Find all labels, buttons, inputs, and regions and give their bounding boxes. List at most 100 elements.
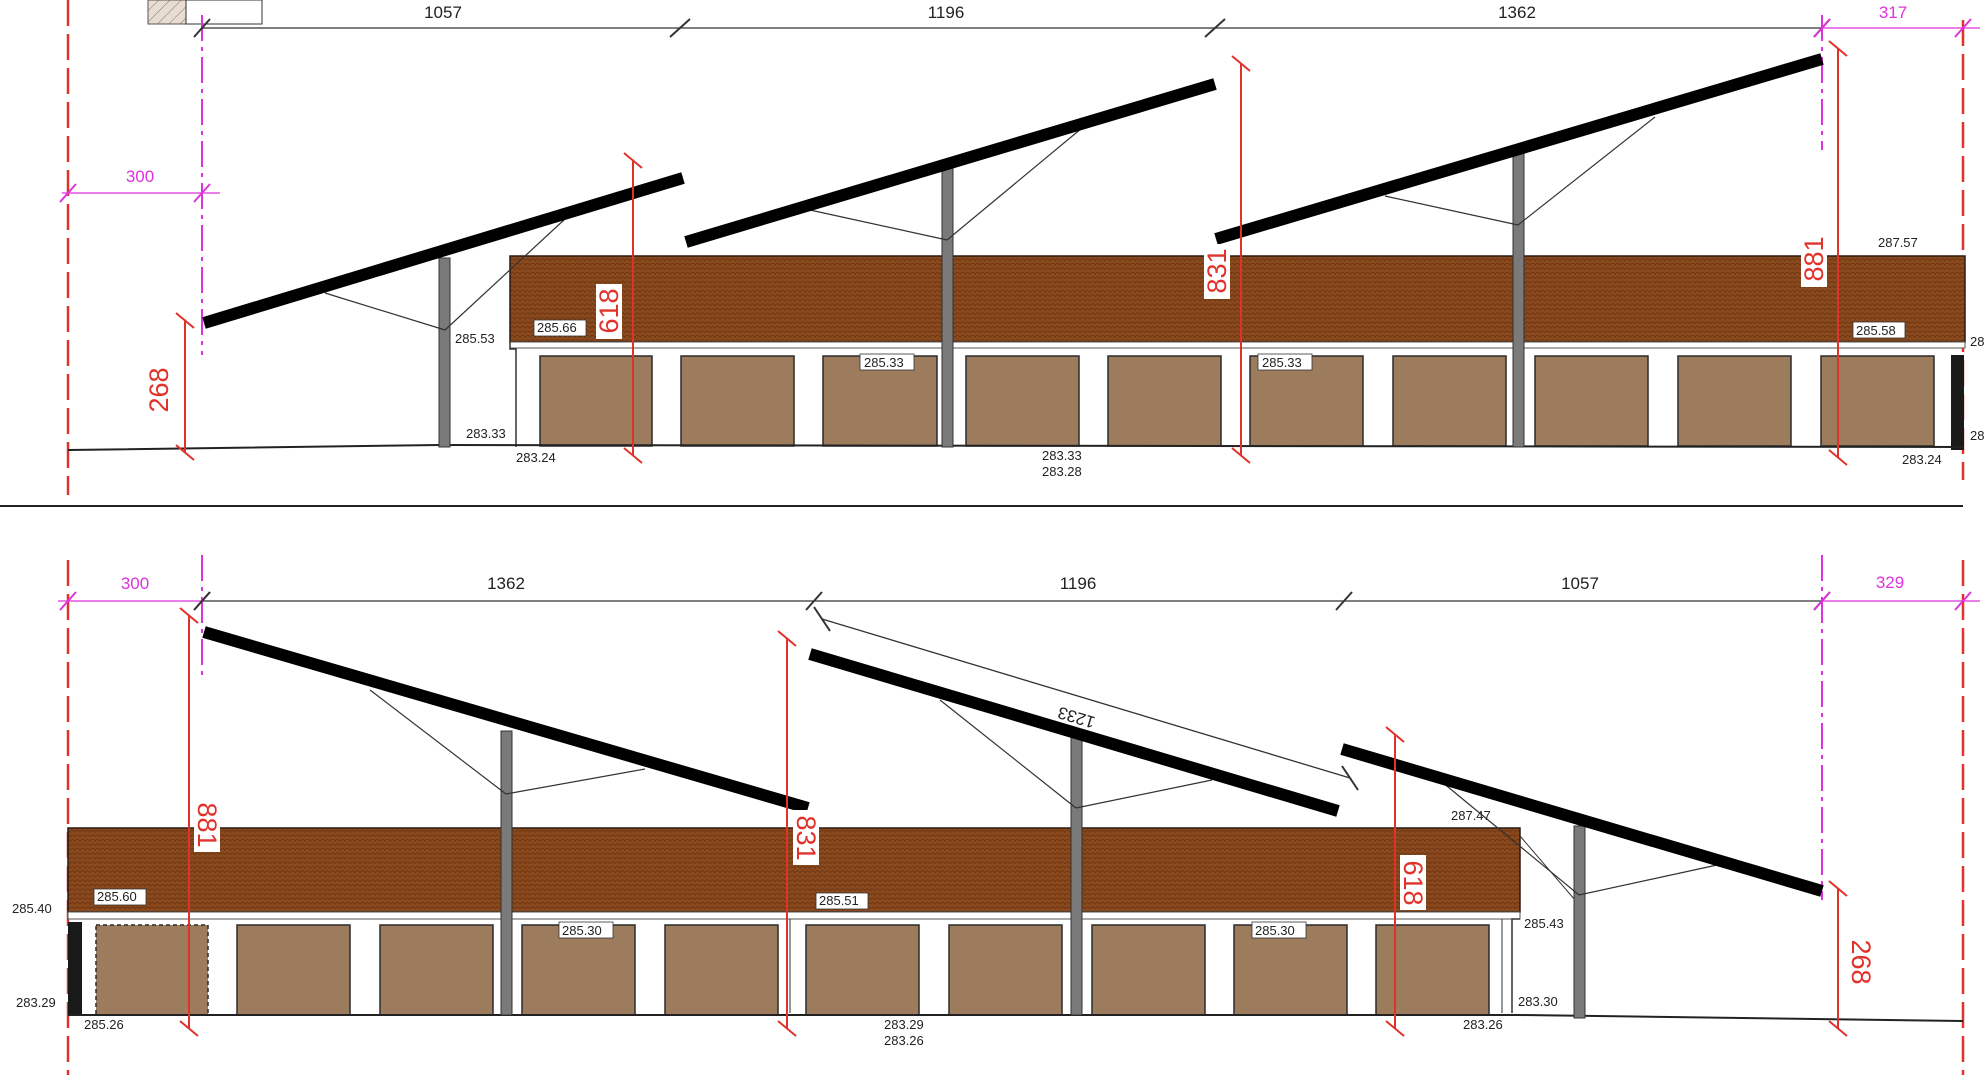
garage-door [1233,924,1348,1016]
garage-door [664,924,779,1016]
elevation-label: 285.51 [819,893,859,908]
solar-panel [202,626,810,814]
height-label: 618 [1398,860,1428,905]
carport-post [1573,825,1586,1019]
solar-panel [1214,53,1824,245]
elevation-label: 283.33 [1042,448,1082,463]
fascia-strip [67,911,1521,920]
height-dimension-labels: 881 831 618 268 [192,797,1876,985]
elevation-label: 283.24 [516,450,556,465]
slanted-dimension-line [821,618,1351,779]
elevation-label: 285.33 [1262,355,1302,370]
pink-dimension-label: 317 [1879,3,1907,22]
dark-end-element [1951,355,1964,450]
garage-door [805,924,920,1016]
garage-door [1375,924,1490,1016]
garage-door [1820,355,1935,447]
elevation-label: 285.60 [97,889,137,904]
elevation-label: 285.40 [12,901,52,916]
elevation-label: 285.53 [455,331,495,346]
pink-dimension-tick [1813,18,1831,38]
dimension-tick [193,591,211,611]
solar-panel [1340,743,1824,897]
garage-door [1091,924,1206,1016]
height-label: 881 [1799,236,1829,281]
dimension-label: 1057 [1561,574,1599,593]
elevation-label: 28 [1970,334,1984,349]
height-label: 831 [1202,248,1232,293]
garage-door [1107,355,1222,447]
height-label: 268 [144,367,174,412]
garage-door [1249,355,1364,447]
building-wall [1511,918,1520,1013]
elevation-label: 283.26 [1463,1017,1503,1032]
elevation-label: 287.47 [1451,808,1491,823]
elevation-annotations: 285.40 285.60 283.29 285.26 285.30 285.5… [12,808,1564,1048]
height-label: 881 [192,802,222,847]
elevation-label: 285.43 [1524,916,1564,931]
ground-line [67,443,1964,451]
pink-dimension-tick [59,183,77,203]
elevation-label: 283.24 [1902,452,1942,467]
dimension-label: 1362 [487,574,525,593]
garage-door [948,924,1063,1016]
height-label: 618 [594,288,624,333]
ground-line [68,1014,1964,1022]
elevation-label: 287.57 [1878,235,1918,250]
dimension-tick [805,591,823,611]
tiled-roof-band [509,255,1966,343]
height-label: 268 [1846,939,1876,984]
garage-door [95,924,209,1016]
pink-dimension-tick [1813,591,1831,611]
bottom-elevation: 300 1362 1196 1057 329 1233 [12,555,1980,1075]
dimension-tick [193,18,211,38]
fascia-slope [1519,835,1576,901]
pink-dimension-tick [1954,591,1972,611]
pink-dimension-tick [193,183,211,203]
garage-door [379,924,494,1016]
carport-post [500,730,513,1016]
pink-dimension-label: 329 [1876,573,1904,592]
elevation-label: 285.30 [1255,923,1295,938]
pink-dimension-label: 300 [126,167,154,186]
height-dimension-labels: 268 618 831 881 [144,232,1829,413]
dimension-label: 1057 [424,3,462,22]
dimension-tick [1204,18,1226,38]
garage-door [521,924,636,1016]
elevation-annotations: 285.53 285.66 285.33 285.33 283.33 283.2… [455,235,1984,479]
dimension-tick [813,606,831,632]
pink-dimension-tick [1954,18,1972,38]
garage-doors [539,355,1935,447]
elevation-label: 285.30 [562,923,602,938]
solar-panel [202,172,685,329]
elevation-label: 285.26 [84,1017,124,1032]
solar-panel [684,78,1217,248]
garage-door [822,355,938,447]
dark-end-element [68,922,82,1014]
pink-dimension-tick [59,591,77,611]
height-dimensions [179,607,1848,1037]
elevation-label: 285.33 [864,355,904,370]
dimension-tick [1341,765,1359,791]
dimension-label: 1196 [1060,574,1097,593]
carport-braces [324,116,1656,331]
elevation-label: 283.29 [884,1017,924,1032]
elevation-label: 285.66 [537,320,577,335]
elevation-label: 283.26 [884,1033,924,1048]
dimension-label: 1196 [928,3,965,22]
carport-braces [369,689,1718,896]
fascia-strip [509,341,1966,349]
elevation-label: 285.58 [1856,323,1896,338]
garage-door [1534,355,1649,447]
garage-door [236,924,351,1016]
height-dimensions [175,40,1848,466]
wall-stub-outline [185,0,263,25]
dimension-tick [669,18,691,38]
garage-door [965,355,1080,447]
elevation-label: 28 [1970,428,1984,443]
elevation-label: 283.30 [1518,994,1558,1009]
elevation-label: 283.28 [1042,464,1082,479]
height-label: 831 [791,815,821,860]
garage-door [539,355,653,447]
